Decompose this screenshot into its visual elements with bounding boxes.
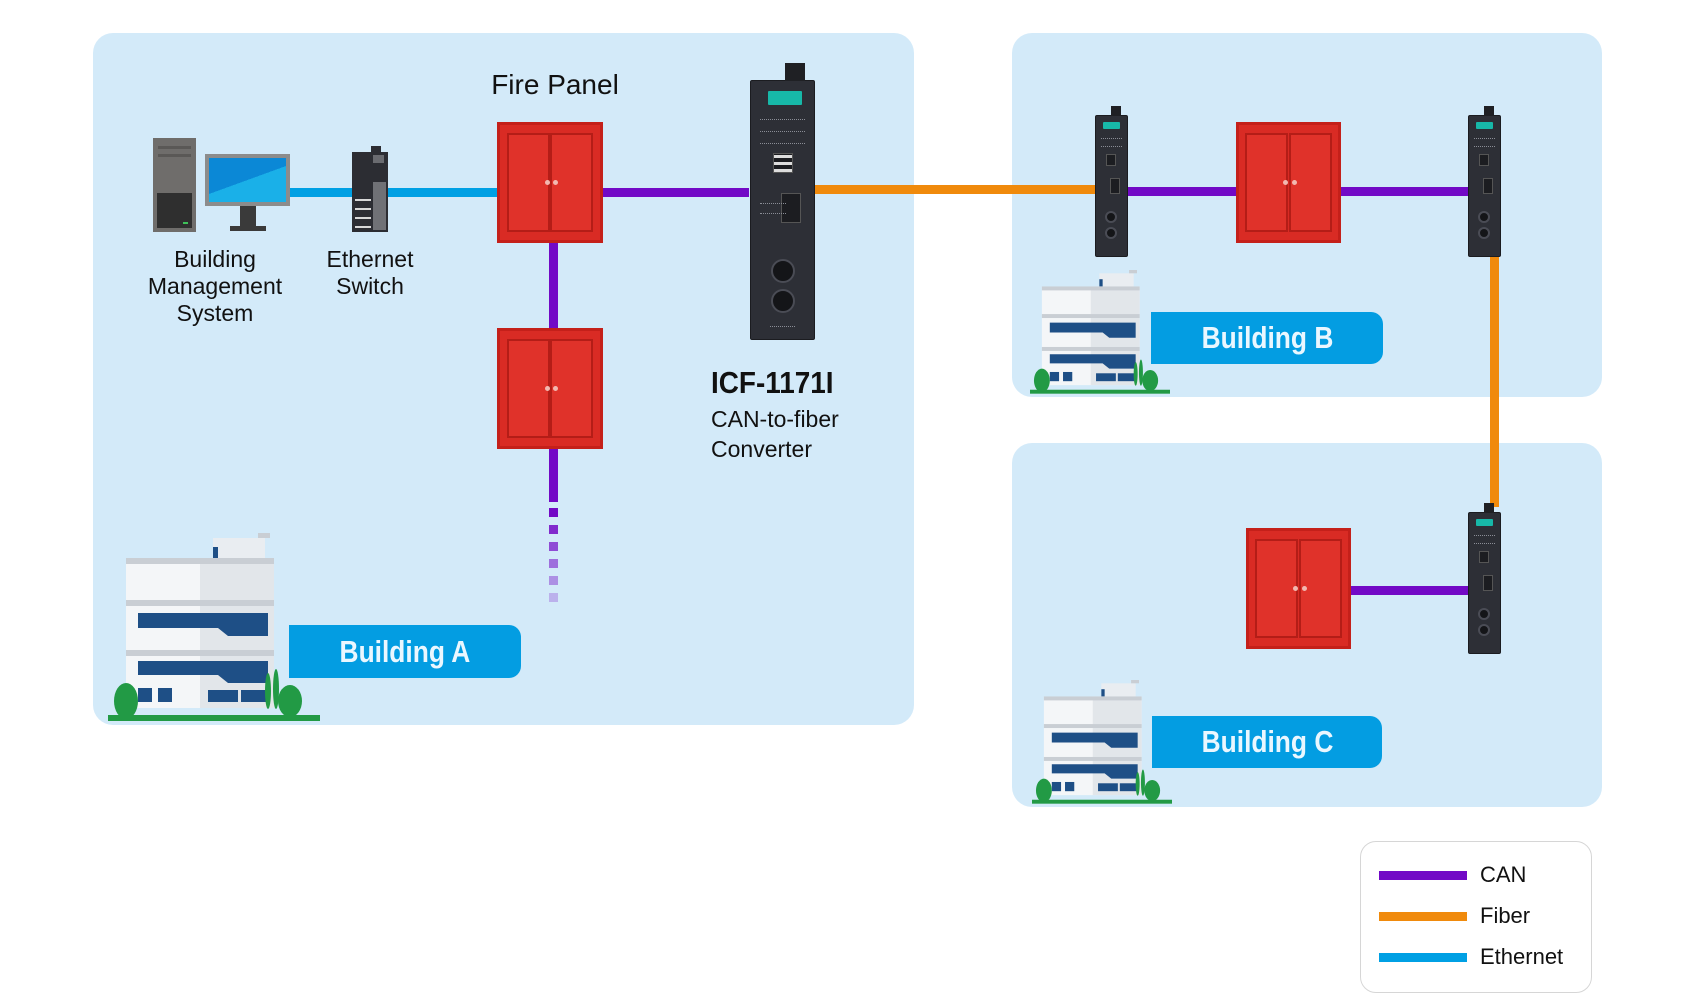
legend-swatch-can — [1379, 870, 1467, 880]
can-line-panel-down — [549, 448, 558, 502]
can-line-c — [1351, 586, 1469, 595]
legend-item-ethernet: Ethernet — [1379, 944, 1563, 970]
fiber-line-a-to-b — [813, 185, 1095, 194]
converter-description: CAN-to-fiber Converter — [711, 404, 839, 464]
building-a-label: Building A — [289, 625, 521, 678]
ethernet-line-switch-panel — [388, 188, 500, 197]
monitor-icon — [205, 154, 290, 206]
fire-panel-a-main — [497, 122, 603, 243]
legend-label-can: CAN — [1480, 862, 1527, 887]
moxa-logo-icon — [768, 91, 802, 105]
bms-label-line-3: System — [176, 300, 254, 326]
legend-swatch-fiber — [1379, 911, 1467, 921]
bms-label-line-2: Management — [147, 273, 283, 299]
building-c-icon — [1032, 680, 1172, 805]
legend-item-can: CAN — [1379, 862, 1526, 888]
legend: CAN Fiber Ethernet — [1360, 841, 1592, 993]
can-dash-segment — [549, 508, 558, 517]
converter-model-label: ICF-1171I — [711, 365, 834, 400]
can-line-panel-vertical — [549, 243, 558, 329]
building-a-icon — [108, 533, 320, 723]
bms-label-line-1: Building — [174, 246, 256, 272]
converter-description-line-1: CAN-to-fiber — [711, 406, 839, 432]
legend-label-fiber: Fiber — [1480, 903, 1531, 928]
ethernet-line-bms-switch — [290, 188, 354, 197]
fire-panel-b — [1236, 122, 1341, 243]
converter-b-left-device — [1095, 106, 1128, 257]
monitor-base-icon — [230, 226, 266, 231]
converter-description-line-2: Converter — [711, 436, 812, 462]
can-line-panel-converter — [603, 188, 749, 197]
switch-label-line-1: Ethernet — [326, 246, 414, 272]
fire-panel-c — [1246, 528, 1351, 649]
switch-label-line-2: Switch — [336, 273, 404, 299]
can-line-b-left — [1126, 187, 1238, 196]
bms-label: Building Management System — [130, 246, 300, 327]
fire-panel-a-secondary — [497, 328, 603, 449]
building-c-label: Building C — [1152, 716, 1382, 768]
converter-b-right-device — [1468, 106, 1501, 257]
converter-c-device — [1468, 503, 1501, 654]
can-dash-segment — [549, 559, 558, 568]
can-dash-segment — [549, 525, 558, 534]
fire-panel-label: Fire Panel — [491, 69, 619, 100]
building-b-icon — [1030, 270, 1170, 395]
legend-label-ethernet: Ethernet — [1480, 944, 1564, 969]
can-dash-segment — [549, 576, 558, 585]
fiber-line-b-to-c — [1490, 255, 1499, 507]
can-line-b-right — [1341, 187, 1469, 196]
legend-item-fiber: Fiber — [1379, 903, 1530, 929]
monitor-stand-icon — [240, 206, 256, 226]
can-dash-segment — [549, 593, 558, 602]
icf-1171i-converter-device — [750, 63, 815, 340]
ethernet-switch-icon — [352, 146, 388, 232]
computer-tower-icon — [153, 138, 196, 232]
building-b-label: Building B — [1151, 312, 1383, 364]
switch-label: Ethernet Switch — [300, 246, 440, 300]
can-dash-segment — [549, 542, 558, 551]
legend-swatch-ethernet — [1379, 952, 1467, 962]
